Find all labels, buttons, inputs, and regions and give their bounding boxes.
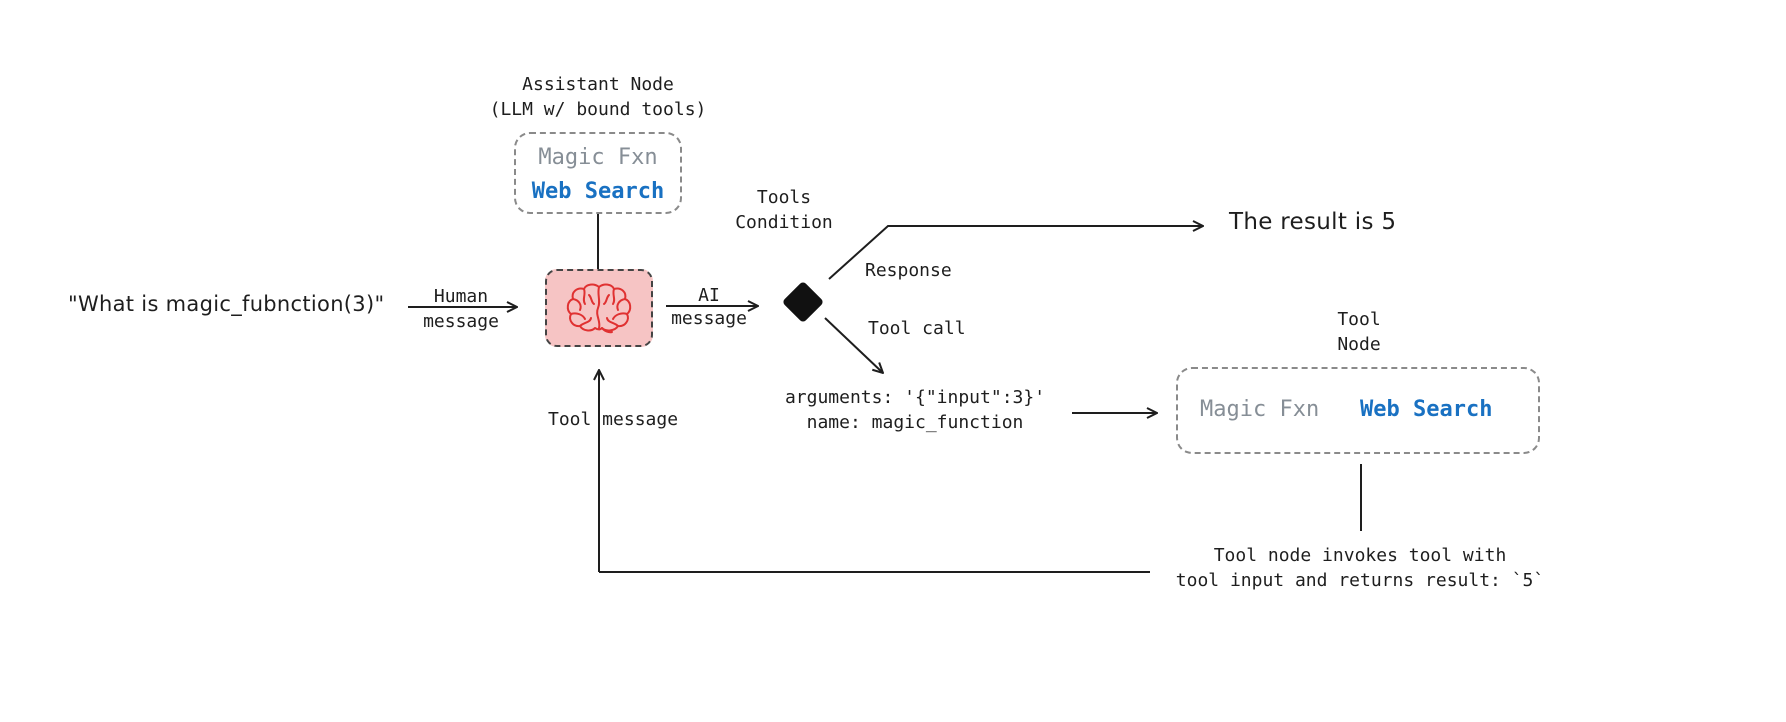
input-query: "What is magic_fubnction(3)" — [68, 292, 385, 316]
assistant-node-title: Assistant Node (LLM w/ bound tools) — [489, 74, 707, 120]
tool-node-note: Tool node invokes tool with tool input a… — [1175, 545, 1545, 591]
tool-message-label: Tool message — [548, 409, 679, 430]
assistant-tools-box: Magic Fxn Web Search — [514, 132, 682, 214]
human-message-label: Human message — [423, 286, 499, 332]
tool-call-arguments: arguments: '{"input":3}' name: magic_fun… — [784, 387, 1046, 433]
ai-message-label: AI message — [671, 285, 747, 329]
tool-node-magic-fxn[interactable]: Magic Fxn — [1200, 397, 1320, 422]
tool-node-web-search[interactable]: Web Search — [1360, 397, 1493, 422]
result-text: The result is 5 — [1229, 209, 1397, 235]
brain-icon — [566, 283, 632, 334]
tools-condition-label: Tools Condition — [735, 187, 833, 233]
tool-node-title: Tool Node — [1337, 309, 1381, 355]
edge-condition-to-toolcall — [824, 317, 883, 373]
tool-node-box[interactable]: Magic Fxn Web Search — [1176, 367, 1540, 454]
assistant-node[interactable] — [545, 269, 653, 347]
assistant-tool-magic-fxn: Magic Fxn — [538, 145, 658, 170]
edge-condition-to-result — [828, 226, 1203, 280]
tool-call-label: Tool call — [868, 318, 966, 339]
assistant-tool-web-search: Web Search — [531, 179, 665, 204]
response-label: Response — [865, 260, 952, 281]
